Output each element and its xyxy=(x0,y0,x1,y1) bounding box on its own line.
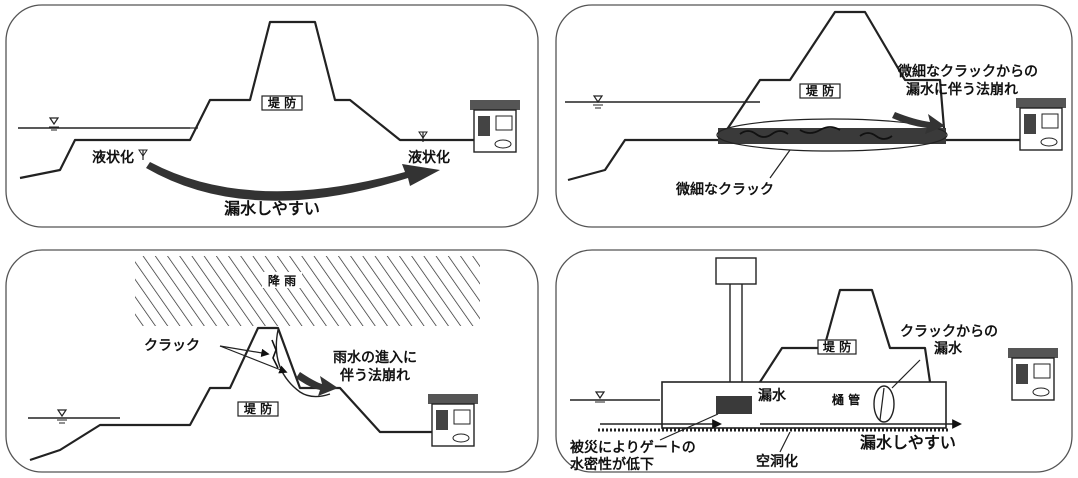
panel-fine-crack: 堤 防 微細なクラックからの 漏水に伴う法崩れ 微細なクラック xyxy=(555,4,1073,228)
water-level-icon xyxy=(48,117,60,131)
cavity-label: 空洞化 xyxy=(756,453,798,470)
slip-surface xyxy=(275,329,331,398)
gate-leader xyxy=(659,413,719,441)
gate-icon xyxy=(715,257,757,285)
rain-collapse-line2: 伴う法崩れ xyxy=(339,367,410,384)
panel-frame xyxy=(555,4,1073,228)
culvert-pipe xyxy=(661,381,947,429)
rainfall-label: 降 雨 xyxy=(268,273,296,288)
crack-icon xyxy=(271,339,279,369)
crack-pointer xyxy=(219,345,270,358)
crack-leak-line2: 漏水 xyxy=(934,340,963,357)
gate-line1: 被災によりゲートの xyxy=(570,439,696,456)
rain-hatch-icon xyxy=(135,256,480,326)
crack-pointer xyxy=(219,345,288,374)
liquefaction-left-label: 液状化 xyxy=(92,149,134,166)
crack-zone xyxy=(716,118,948,152)
culvert-label: 樋 管 xyxy=(832,392,860,407)
water-level-icon xyxy=(594,391,606,403)
embankment-profile xyxy=(567,10,1060,182)
crack-leak-line1: クラックからの xyxy=(900,324,998,340)
crack-seepage-line2: 漏水に伴う法崩れ xyxy=(906,81,1018,98)
seepage-arrow-icon xyxy=(146,162,440,201)
embankment-label-box xyxy=(261,95,303,111)
leak-block xyxy=(716,396,752,414)
seepage-label: 漏水しやすい xyxy=(860,433,956,452)
water-level-icon xyxy=(418,131,428,142)
crack-leader xyxy=(891,359,921,389)
seepage-arrow-icon xyxy=(296,372,338,396)
seepage-arrow-icon xyxy=(892,112,945,134)
fine-crack-leader xyxy=(769,149,791,179)
panel-liquefaction: 堤 防 液状化 液状化 漏水しやすい xyxy=(5,4,539,228)
embankment-label: 堤 防 xyxy=(806,83,834,98)
rain-label-bg xyxy=(262,272,302,288)
seepage-label: 漏水しやすい xyxy=(224,199,320,218)
embankment-profile xyxy=(19,20,490,180)
water-level-icon xyxy=(138,149,148,160)
house-icon xyxy=(470,100,520,153)
panel-culvert: 堤 防 樋 管 漏水 クラックからの 漏水 漏水しやすい 被災によりゲートの 水… xyxy=(555,249,1073,473)
liquefaction-right-label: 液状化 xyxy=(408,149,450,166)
water-level-icon xyxy=(592,95,604,109)
embankment-label-box xyxy=(817,339,857,355)
house-icon xyxy=(1008,348,1058,401)
panel-rainfall: 降 雨 堤 防 クラック 雨水の進入に 伴う法崩れ xyxy=(5,249,539,473)
leak-label: 漏水 xyxy=(758,387,787,404)
fine-crack-label: 微細なクラック xyxy=(675,181,774,198)
rain-collapse-line1: 雨水の進入に xyxy=(333,349,417,366)
house-icon xyxy=(428,394,478,447)
embankment-label-box xyxy=(799,83,841,99)
crack-icon xyxy=(873,385,895,423)
crack-line xyxy=(879,387,885,421)
embankment-label: 堤 防 xyxy=(823,339,851,354)
embankment-label-box xyxy=(237,401,279,417)
embankment-label: 堤 防 xyxy=(268,95,296,110)
cavity-leader xyxy=(779,431,791,453)
gate-line2: 水密性が低下 xyxy=(570,456,654,473)
foundation-layer xyxy=(718,128,946,144)
embankment-profile xyxy=(759,288,932,383)
embankment-label: 堤 防 xyxy=(244,401,272,416)
house-icon xyxy=(1016,98,1066,151)
water-level-icon xyxy=(56,409,68,424)
embankment-profile xyxy=(29,326,440,462)
panel-frame xyxy=(555,249,1073,473)
crack-label: クラック xyxy=(144,338,200,354)
crack-icon xyxy=(739,126,893,140)
crack-seepage-line1: 微細なクラックからの xyxy=(897,63,1038,80)
